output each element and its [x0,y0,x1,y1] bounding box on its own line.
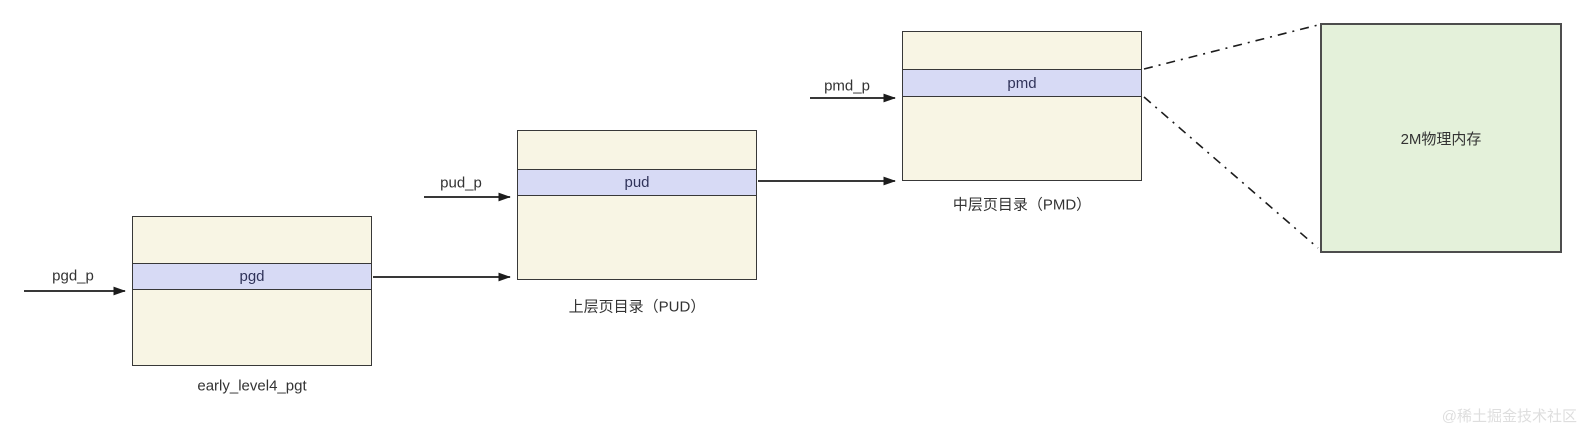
pud-entry-band: pud [518,169,756,196]
pud-entry-label: pud [624,174,650,191]
pmd-table-box: pmd [902,31,1142,181]
pud-table-caption: 上层页目录（PUD） [568,298,706,316]
pmd-entry-label: pmd [1007,74,1037,92]
physical-memory-label: 2M物理内存 [1400,130,1482,148]
pgd-entry-band: pgd [133,263,371,290]
physical-memory-box: 2M物理内存 [1320,23,1562,253]
pgd-entry-label: pgd [239,268,265,285]
pgd-table-caption: early_level4_pgt [197,377,307,395]
pmd-pointer-label: pmd_p [824,77,870,95]
pud-table-box: pud [517,130,757,280]
pgd-table-box: pgd [132,216,372,366]
pmd-to-memory-upper-line [1143,24,1319,70]
pud-pointer-label: pud_p [440,174,482,192]
pmd-entry-band: pmd [903,69,1141,97]
pmd-table-caption: 中层页目录（PMD） [952,196,1092,214]
watermark: @稀土掘金技术社区 [1441,408,1577,425]
pmd-to-memory-lower-line [1143,96,1319,249]
pgd-pointer-label: pgd_p [52,267,94,285]
